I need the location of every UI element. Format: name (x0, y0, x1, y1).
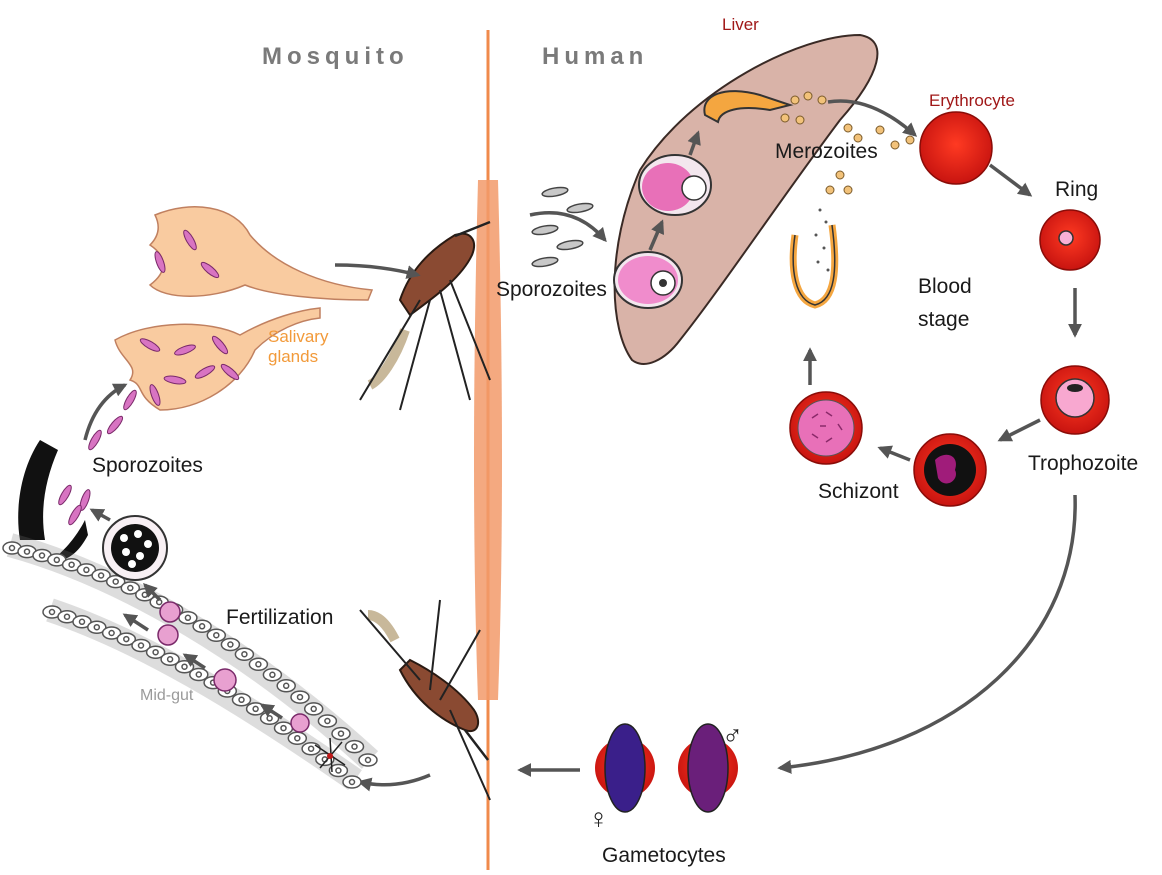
female-symbol: ♀ (588, 803, 609, 834)
midgut-cell (343, 776, 361, 788)
midgut-cell (249, 658, 267, 670)
midgut-cell (207, 629, 225, 641)
liver-label: Liver (722, 15, 759, 34)
midgut-cell (291, 691, 309, 703)
gametocytes-label: Gametocytes (602, 844, 726, 867)
sporozoites-human-label: Sporozoites (496, 278, 607, 301)
human-header: Human (542, 43, 648, 70)
male-symbol: ♂ (722, 720, 743, 751)
midgut-cell (332, 728, 350, 740)
midgut-cell (318, 715, 336, 727)
merozoites-label: Merozoites (775, 140, 878, 163)
midgut-cell (179, 612, 197, 624)
sporozoites-group-human (530, 186, 605, 268)
midgut-cell (193, 620, 211, 632)
salivary-glands (115, 207, 372, 410)
oocyst (103, 516, 167, 580)
midgut-cell (305, 703, 323, 715)
midgut-cell (277, 680, 295, 692)
liver (614, 35, 877, 364)
midgut-cell (247, 703, 265, 715)
mosquito-header: Mosquito (262, 43, 409, 70)
midgut-cell (263, 669, 281, 681)
midgut-cell (359, 754, 377, 766)
blood-stage-label-1: Blood (918, 275, 972, 298)
salivary-label-2: glands (268, 347, 318, 366)
early-schizont-cell (914, 434, 986, 506)
mosquito-top (360, 222, 490, 410)
ring-label: Ring (1055, 178, 1098, 201)
trophozoite-cell (1041, 366, 1109, 434)
midgut-cell (288, 732, 306, 744)
midgut-cell (233, 694, 251, 706)
host-divider (474, 30, 502, 870)
midgut-cell (302, 743, 320, 755)
erythrocyte-label: Erythrocyte (929, 91, 1015, 110)
midgut-cell (190, 669, 208, 681)
blood-stage-label-2: stage (918, 308, 969, 331)
mosquito-bottom (360, 600, 490, 800)
bursting-erythrocyte (793, 225, 835, 305)
erythrocyte-cell (920, 112, 992, 184)
midgut-label: Mid-gut (140, 687, 194, 704)
ring-stage-cell (1040, 210, 1100, 270)
midgut-cell (235, 648, 253, 660)
schizont-cell (790, 392, 862, 464)
midgut-cell (275, 722, 293, 734)
schizont-label: Schizont (818, 480, 899, 503)
trophozoite-label: Trophozoite (1028, 452, 1138, 475)
midgut-cell (221, 639, 239, 651)
released-merozoites (815, 209, 830, 272)
sporozoites-mosquito-label: Sporozoites (92, 454, 203, 477)
tissue-shape-1 (18, 440, 58, 540)
fertilization-label: Fertilization (226, 606, 333, 629)
salivary-label-1: Salivary (268, 327, 329, 346)
midgut-cell (346, 741, 364, 753)
female-gametocyte (595, 724, 655, 812)
